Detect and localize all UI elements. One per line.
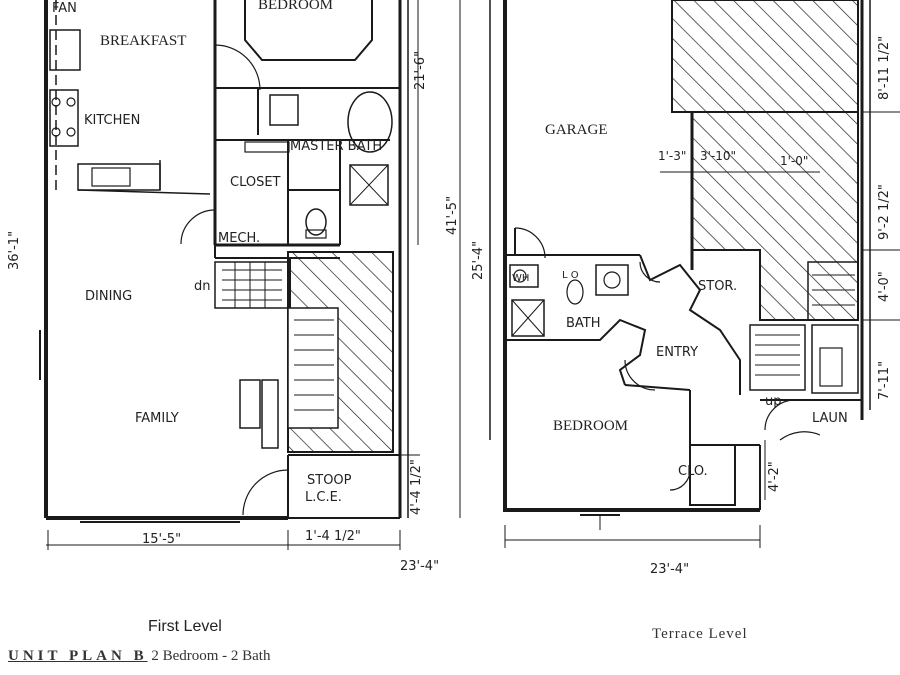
dim-1-3: 1'-3" (658, 149, 686, 163)
label-stoop: STOOP (307, 473, 352, 488)
unit-plan-title: UNIT PLAN B 2 Bedroom - 2 Bath (8, 648, 270, 665)
label-dn: dn (194, 279, 211, 294)
first-level-caption: First Level (148, 618, 222, 635)
label-fan: FAN (52, 1, 77, 16)
dim-36-1: 36'-1" (7, 231, 22, 270)
label-garage: GARAGE (545, 122, 608, 138)
dim-23-4-first: 23'-4" (400, 559, 439, 574)
label-dining: DINING (85, 289, 132, 304)
dim-4-4-half: 4'-4 1/2" (409, 459, 424, 515)
terrace-level-plan (489, 0, 900, 548)
label-lo: L O (562, 270, 579, 281)
dim-4-0: 4'-0" (877, 271, 892, 302)
first-level-labels: BEDROOM BREAKFAST FAN KITCHEN MASTER BAT… (7, 0, 460, 574)
terrace-level-caption: Terrace Level (652, 626, 748, 642)
unit-plan-name: UNIT PLAN B (8, 648, 148, 664)
label-bedroom-terrace: BEDROOM (553, 418, 628, 434)
dim-9-2-half: 9'-2 1/2" (877, 184, 892, 240)
label-wh: WH (512, 273, 529, 284)
terrace-level-labels: GARAGE STOR. WH L O BATH ENTRY BEDROOM u… (471, 36, 892, 577)
unit-plan-desc: 2 Bedroom - 2 Bath (151, 648, 271, 664)
label-laun: LAUN (812, 411, 848, 426)
label-breakfast: BREAKFAST (100, 33, 186, 49)
dim-8-11-half: 8'-11 1/2" (877, 36, 892, 100)
dim-7-11: 7'-11" (877, 361, 892, 400)
dim-1-4-half: 1'-4 1/2" (305, 529, 361, 544)
label-mech: MECH. (218, 231, 260, 246)
label-lce: L.C.E. (305, 490, 342, 505)
label-entry: ENTRY (656, 345, 698, 360)
label-bedroom: BEDROOM (258, 0, 333, 13)
label-master-bath: MASTER BATH (290, 139, 382, 154)
label-family: FAMILY (135, 411, 179, 426)
label-clo: CLO. (678, 464, 708, 479)
label-bath: BATH (566, 316, 601, 331)
label-up: up (765, 394, 782, 409)
dim-15-5: 15'-5" (142, 532, 181, 547)
label-stor: STOR. (698, 279, 737, 294)
dim-1-0: 1'-0" (780, 154, 808, 168)
label-kitchen: KITCHEN (84, 113, 140, 128)
dim-41-5: 41'-5" (445, 196, 460, 235)
dim-23-4-terrace: 23'-4" (650, 562, 689, 577)
dim-25-4: 25'-4" (471, 241, 486, 280)
dim-3-10: 3'-10" (700, 149, 736, 163)
first-level-plan (39, 0, 461, 550)
dim-21-6: 21'-6" (413, 51, 428, 90)
dim-4-2: 4'-2" (767, 461, 782, 492)
label-closet: CLOSET (230, 175, 281, 190)
